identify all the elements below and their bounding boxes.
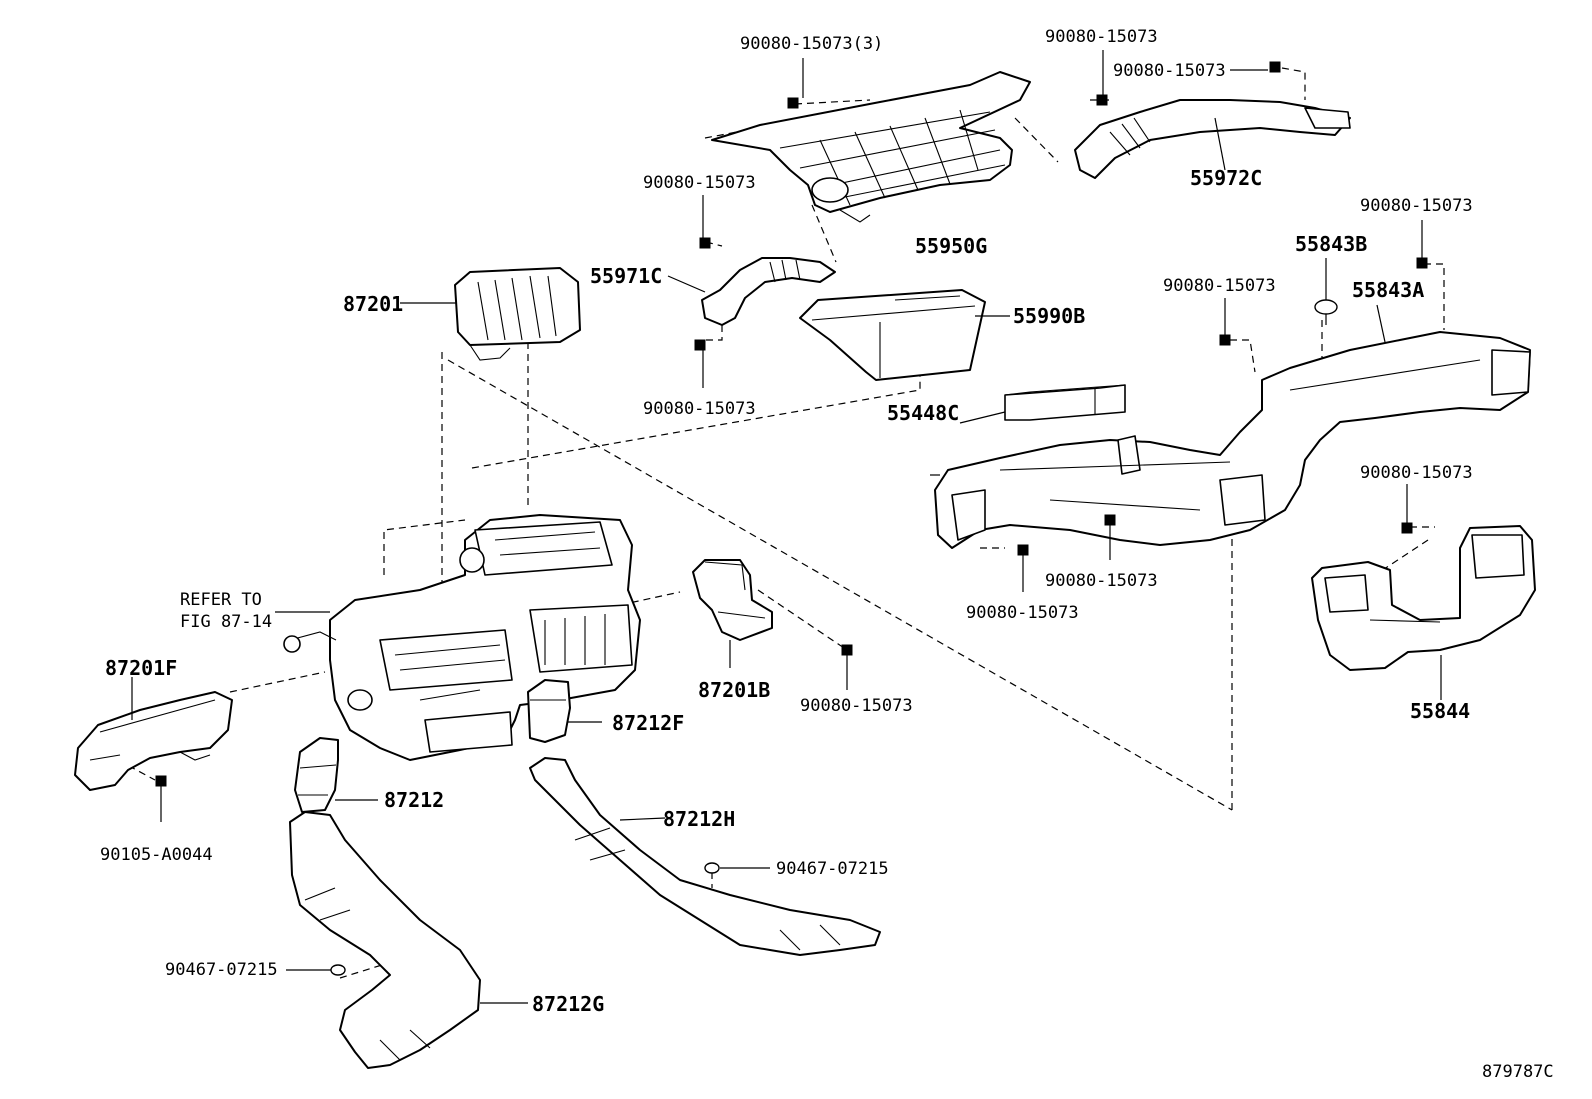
label-55971c: 55971C [590, 264, 662, 288]
duct-87212 [294, 737, 378, 813]
label-90080-15073-right1: 90080-15073 [1360, 196, 1473, 216]
label-55448c: 55448C [887, 401, 959, 425]
label-90467-07215-right: 90467-07215 [776, 859, 889, 879]
duct-87212h [529, 757, 881, 956]
filter-cover-87201 [400, 267, 581, 361]
bolt-87201b-right [841, 644, 853, 690]
duct-87212g [289, 811, 528, 1069]
label-55844: 55844 [1410, 699, 1470, 723]
label-90080-15073-mid: 90080-15073 [1163, 276, 1276, 296]
center-duct-55843a [930, 304, 1531, 549]
clip-55843b [1314, 258, 1338, 325]
duct-87212f [527, 679, 602, 743]
label-90080-15073-left-b: 90080-15073 [643, 399, 756, 419]
label-55990b: 55990B [1013, 304, 1085, 328]
label-55950g: 55950G [915, 234, 987, 258]
label-87201f: 87201F [105, 656, 177, 680]
label-90080-15073-right2: 90080-15073 [1360, 463, 1473, 483]
duct-87201f [74, 677, 233, 791]
duct-87201b [692, 559, 773, 668]
label-87212g: 87212G [532, 992, 604, 1016]
label-90080-15073-center1: 90080-15073 [1045, 571, 1158, 591]
part-labels: 90080-15073(3) 90080-15073 90080-15073 5… [100, 27, 1554, 1082]
label-90080-15073-topright: 90080-15073 [1113, 61, 1226, 81]
defroster-nozzle-55950g [711, 71, 1031, 223]
bolt-90105-a0044 [155, 775, 167, 822]
label-90467-07215-left: 90467-07215 [165, 960, 278, 980]
label-90105-a0044: 90105-A0044 [100, 845, 213, 865]
label-refer-to-line2: FIG 87-14 [180, 612, 272, 632]
label-reference-code: 879787C [1482, 1062, 1554, 1082]
label-87201b: 87201B [698, 678, 770, 702]
label-refer-to-line1: REFER TO [180, 590, 262, 610]
clip-90467-07215-right [704, 862, 770, 874]
label-55843a: 55843A [1352, 278, 1424, 302]
bolt-90080-15073-3 [787, 58, 804, 109]
label-55972c: 55972C [1190, 166, 1262, 190]
label-87212f: 87212F [612, 711, 684, 735]
label-55843b: 55843B [1295, 232, 1367, 256]
label-87212h: 87212H [663, 807, 735, 831]
label-90080-15073-lower: 90080-15073 [800, 696, 913, 716]
pad-55448c [959, 384, 1126, 424]
nozzle-box-55990b [799, 289, 1010, 381]
side-defroster-duct-55971c [667, 195, 836, 388]
label-90080-15073-center2: 90080-15073 [966, 603, 1079, 623]
side-defroster-duct-55972c [1074, 50, 1351, 179]
clip-90467-07215-left [286, 964, 346, 976]
label-90080-15073-left-a: 90080-15073 [643, 173, 756, 193]
bolts-right [1017, 220, 1428, 592]
heater-unit-assembly [275, 514, 641, 761]
label-90080-15073-top: 90080-15073 [1045, 27, 1158, 47]
label-87212: 87212 [384, 788, 444, 812]
label-87201: 87201 [343, 292, 403, 316]
side-duct-55844 [1311, 525, 1536, 700]
label-90080-15073-3: 90080-15073(3) [740, 34, 883, 54]
